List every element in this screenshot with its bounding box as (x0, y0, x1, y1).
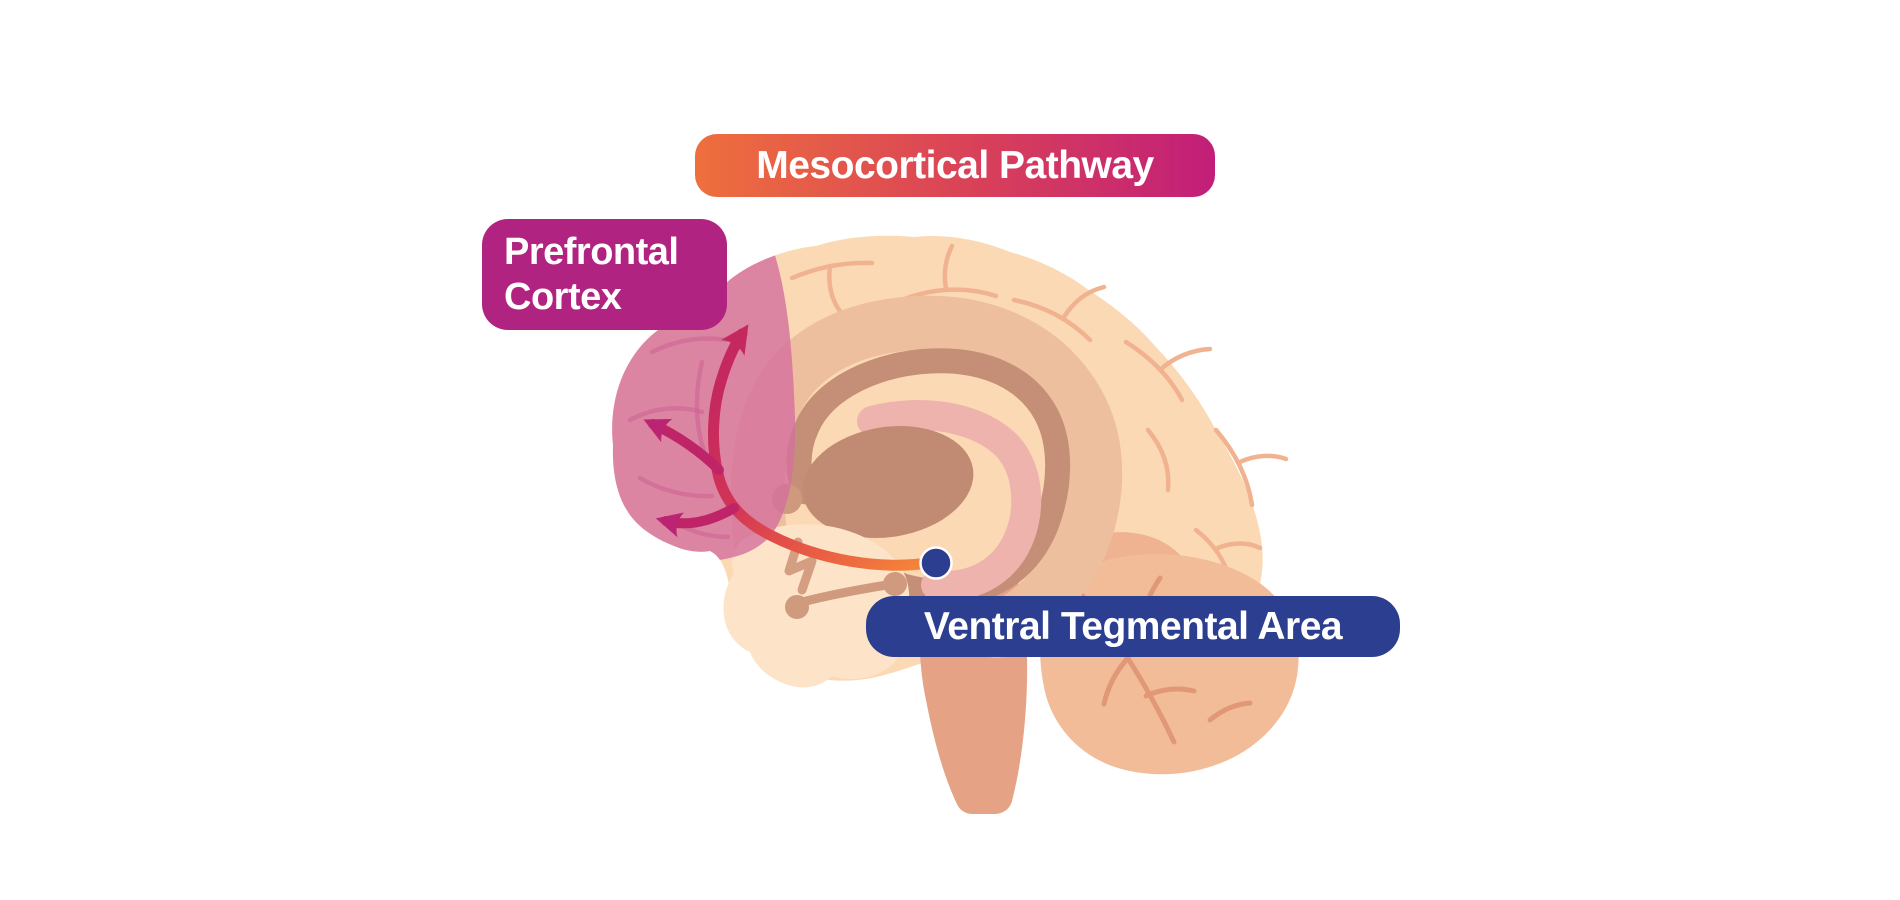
prefrontal-cortex-label-line2: Cortex (504, 275, 622, 318)
pathway-branch-down (655, 503, 739, 538)
pathway-branch-left (643, 418, 724, 475)
mammillary-dot (883, 572, 907, 596)
prefrontal-cortex-label-line1: Prefrontal (504, 231, 679, 274)
pituitary-dot (785, 595, 809, 619)
prefrontal-cortex-label: Prefrontal Cortex (482, 219, 727, 330)
thalamus-shape (802, 426, 974, 538)
mesocortical-pathway-label-text: Mesocortical Pathway (756, 143, 1154, 187)
vta-dot (919, 546, 953, 580)
mesocortical-pathway-arrows (643, 324, 934, 571)
limbic-pink-band (857, 400, 1042, 601)
mesocortical-pathway-label: Mesocortical Pathway (695, 134, 1215, 197)
ventral-tegmental-area-label: Ventral Tegmental Area (866, 596, 1400, 657)
pathway-trunk (708, 324, 934, 571)
ventral-tegmental-area-label-text: Ventral Tegmental Area (923, 604, 1343, 648)
hypothalamus-details (784, 537, 907, 619)
